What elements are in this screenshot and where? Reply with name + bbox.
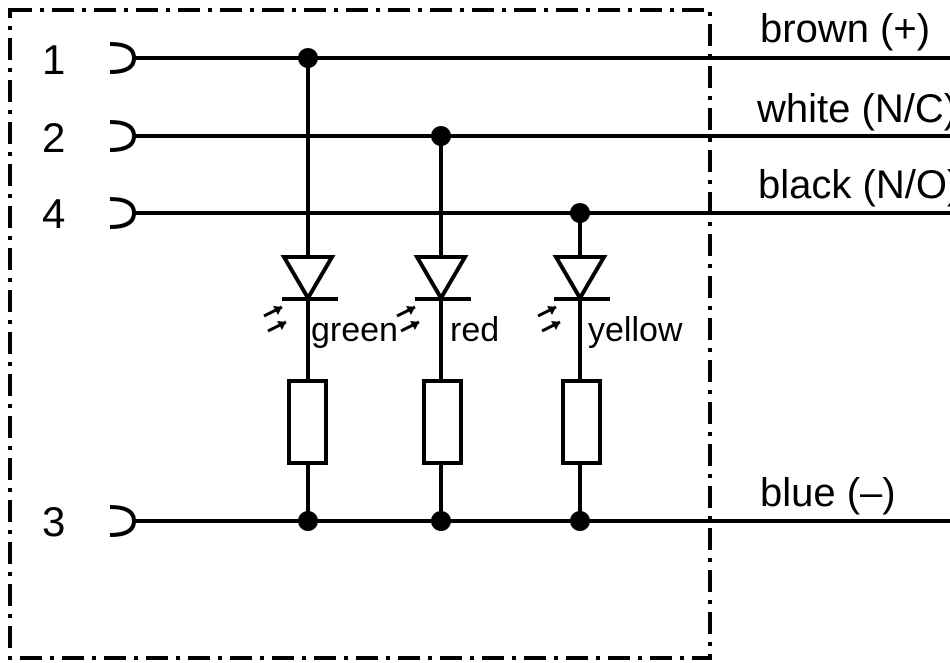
pin-row-2: 2 white (N/C)	[42, 87, 950, 161]
housing-boundary	[8, 8, 712, 660]
pin-number-4: 4	[42, 190, 65, 237]
wire-label-blue: blue (–)	[760, 471, 896, 515]
pin-number-1: 1	[42, 36, 65, 83]
junction-dot	[431, 126, 451, 146]
socket-contact-1	[109, 42, 137, 74]
light-emission-icon	[396, 305, 420, 333]
pin-row-1: 1 brown (+)	[42, 7, 950, 83]
pin-row-4: 4 black (N/O)	[42, 163, 950, 237]
led-branch-yellow: yellow	[537, 203, 683, 531]
junction-dot	[298, 48, 318, 68]
socket-contact-3	[109, 505, 137, 537]
led-label-red: red	[450, 311, 499, 349]
junction-dot	[431, 511, 451, 531]
pin-number-3: 3	[42, 498, 65, 545]
pin-number-2: 2	[42, 114, 65, 161]
diode-symbol	[280, 255, 336, 302]
led-branch-red: red	[396, 126, 499, 531]
wire-label-brown: brown (+)	[760, 7, 930, 51]
light-emission-icon	[263, 305, 287, 333]
wire-label-black: black (N/O)	[758, 163, 950, 207]
wire-label-white: white (N/C)	[756, 87, 950, 131]
junction-dot	[570, 203, 590, 223]
light-emission-icon	[537, 305, 561, 333]
diode-symbol	[413, 255, 469, 302]
pin-row-3: 3 blue (–)	[42, 471, 950, 545]
resistor-symbol	[422, 379, 463, 465]
resistor-symbol	[287, 379, 328, 465]
socket-contact-4	[109, 197, 137, 229]
led-label-yellow: yellow	[588, 311, 683, 349]
led-label-green: green	[311, 311, 398, 349]
resistor-symbol	[561, 379, 602, 465]
led-branch-green: green	[263, 48, 398, 531]
diode-symbol	[552, 255, 608, 302]
junction-dot	[298, 511, 318, 531]
junction-dot	[570, 511, 590, 531]
socket-contact-2	[109, 120, 137, 152]
